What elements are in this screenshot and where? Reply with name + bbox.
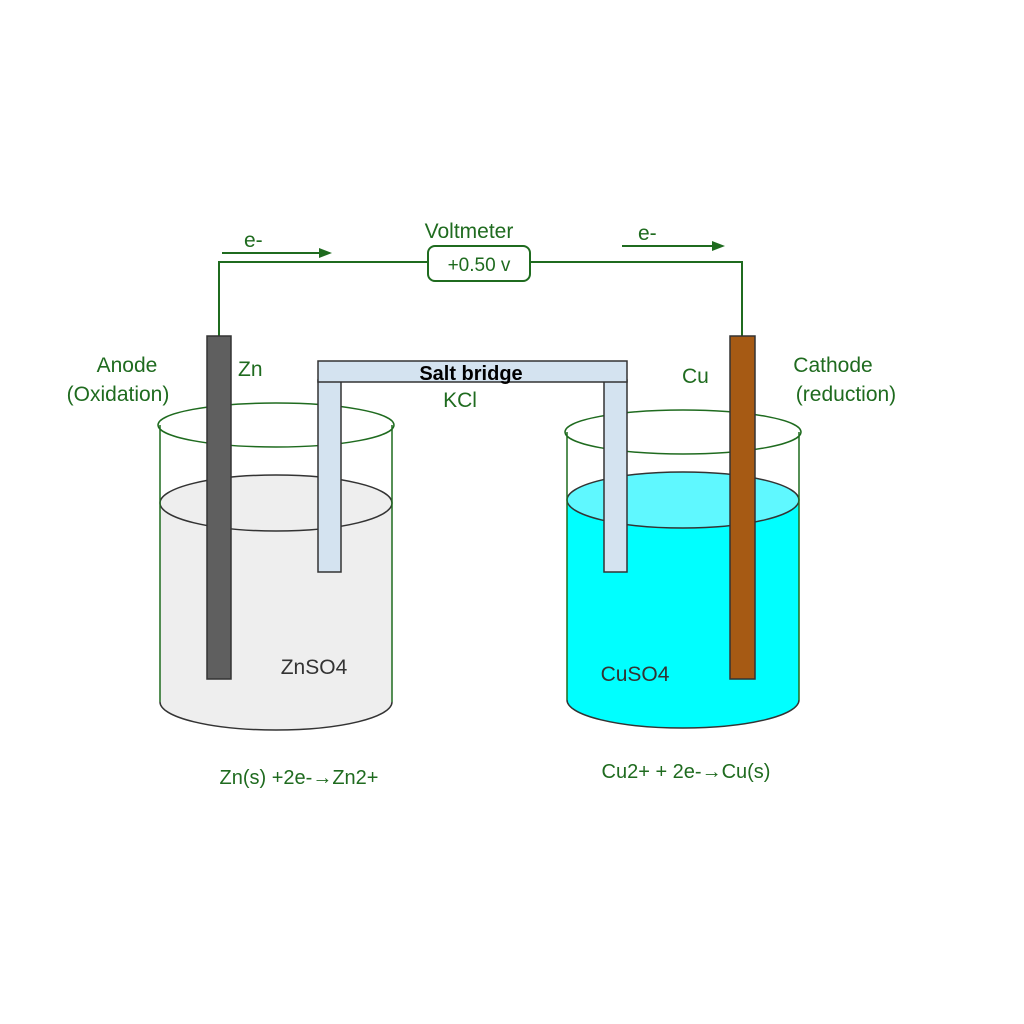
electron-arrow-left <box>222 248 332 258</box>
cuso4-surface <box>566 471 800 529</box>
electron-label-left: e- <box>244 229 263 252</box>
cathode-reaction: Cu2+ + 2e-→Cu(s) <box>602 761 771 783</box>
cathode-label: Cathode <box>793 354 872 377</box>
anode-reaction: Zn(s) +2e-→Zn2+ <box>220 767 379 789</box>
voltmeter-reading: +0.50 v <box>448 255 511 276</box>
salt-bridge-label: Salt bridge <box>419 363 522 385</box>
salt-bridge-right-leg <box>603 379 628 573</box>
anode-label: Anode <box>97 354 158 377</box>
zn-label: Zn <box>238 358 263 381</box>
electron-arrow-right <box>622 241 725 251</box>
salt-bridge-top <box>317 360 628 383</box>
left-beaker-rim <box>157 402 395 448</box>
cathode-sub-label: (reduction) <box>796 383 896 406</box>
salt-bridge-left-leg <box>317 379 342 573</box>
anode-sub-label: (Oxidation) <box>67 383 170 406</box>
znso4-label: ZnSO4 <box>281 656 348 679</box>
zn-electrode <box>206 335 232 680</box>
znso4-surface <box>159 474 393 532</box>
cuso4-label: CuSO4 <box>601 663 670 686</box>
right-wire <box>530 261 743 337</box>
external-circuit <box>218 261 743 337</box>
cu-electrode <box>729 335 756 680</box>
salt-bridge <box>317 360 628 573</box>
voltmeter-display <box>427 245 531 282</box>
left-beaker <box>157 402 395 731</box>
voltmeter-title: Voltmeter <box>425 220 514 243</box>
cu-label: Cu <box>682 365 709 388</box>
left-wire <box>218 261 428 337</box>
kcl-label: KCl <box>443 389 477 412</box>
electron-label-right: e- <box>638 222 657 245</box>
right-beaker-rim <box>564 409 802 455</box>
